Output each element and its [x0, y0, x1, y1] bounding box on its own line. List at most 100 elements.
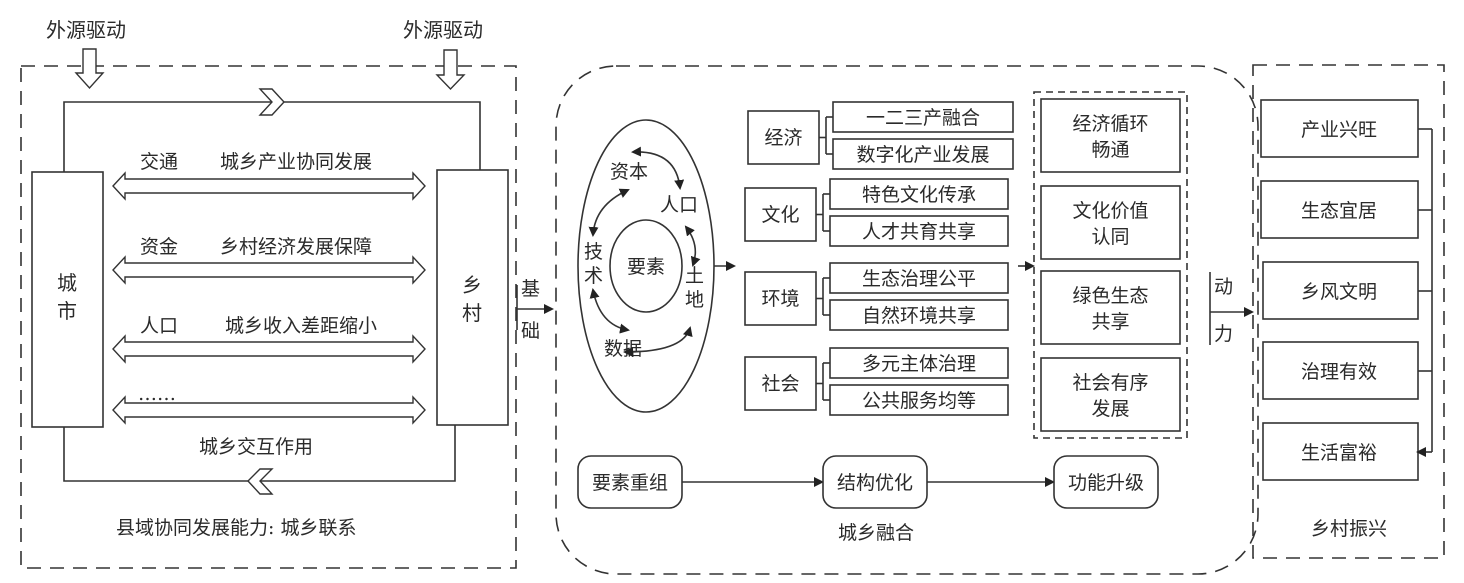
outcome-label-line-2: 发展: [1091, 398, 1129, 420]
goal-label: 治理有效: [1301, 361, 1377, 383]
loop-chevron-right-icon: [258, 88, 285, 116]
right-panel-frame: [1252, 64, 1445, 559]
rural-label-char-2: 村: [462, 301, 482, 325]
left-panel-frame: [20, 65, 517, 569]
middle-panel-frame: [555, 65, 1259, 575]
process-step-1: 结构优化: [822, 455, 928, 509]
process-step-0: 要素重组: [577, 455, 683, 509]
cycle-arrow-capital-tech: [588, 188, 630, 237]
outcome-rect: [1040, 98, 1181, 173]
process-step-label: 功能升级: [1068, 472, 1144, 494]
rural-label-char-1: 乡: [462, 273, 482, 297]
link-factor-1: 资金: [140, 236, 178, 258]
outcome-label-line-1: 绿色生态: [1072, 285, 1148, 307]
goal-rect: [1260, 99, 1419, 158]
element-land-char-1: 土: [685, 265, 704, 287]
dimension-subitem-box: [832, 101, 1014, 133]
element-data: 数据: [604, 338, 642, 360]
dimension-subitem-box: [829, 347, 1009, 379]
goal-label: 产业兴旺: [1301, 119, 1377, 141]
external-drive-label-left: 外源驱动: [46, 18, 126, 42]
basis-connector: 基 础: [516, 278, 554, 342]
outcome-rect: [1040, 270, 1181, 345]
outcome-rect: [1040, 357, 1181, 432]
dimension-box: [747, 110, 820, 165]
outcome-label-line-1: 社会有序: [1072, 372, 1148, 394]
city-box: [31, 171, 104, 428]
dimension-subitem-label: 数字化产业发展: [856, 144, 989, 166]
link-effect-0: 城乡产业协同发展: [220, 151, 372, 173]
dimension-subitem-label: 自然环境共享: [862, 305, 976, 327]
left-panel: 外源驱动 外源驱动 城 市 城市 乡 村 交通 城乡产业协同发展 资金 乡村经济…: [20, 18, 517, 569]
cycle-arrow-data-land: [623, 326, 693, 357]
element-land-char-2: 地: [685, 289, 704, 311]
loop-chevron-left-icon: [247, 468, 274, 495]
process-step-label: 结构优化: [837, 472, 913, 494]
outcomes-frame: [1033, 91, 1188, 439]
goal-label: 生态宜居: [1301, 200, 1377, 222]
dimension-subitem-label: 人才共育共享: [862, 221, 976, 243]
middle-panel: 要素 资本 人口 土 地 数据 技 术 经济一二三产融合数字化产业发展文化特色文…: [555, 65, 1259, 575]
cycle-arrow-tech-data: [589, 288, 630, 334]
dimension-subitem-label: 生态治理公平: [862, 268, 976, 290]
elements-core-label: 要素: [627, 256, 665, 278]
basis-label-bottom: 础: [521, 320, 540, 342]
outcome-label-line-2: 共享: [1091, 311, 1129, 333]
dimension-label: 经济: [764, 127, 802, 149]
link-double-arrow-2: [112, 334, 426, 364]
element-capital: 资本: [610, 161, 648, 183]
outcome-label-line-2: 畅通: [1091, 139, 1129, 161]
power-connector: 动 力: [1209, 272, 1254, 345]
outcome-rect: [1040, 185, 1181, 260]
link-arrows: [112, 171, 426, 425]
dimension-subitem-label: 公共服务均等: [862, 390, 976, 412]
cycle-arrow-capital-population: [631, 146, 685, 190]
element-tech-char-1: 技: [584, 241, 603, 263]
goal-rect: [1262, 341, 1419, 400]
goal-label: 生活富裕: [1301, 442, 1377, 464]
goal-box-0: 产业兴旺: [1260, 99, 1432, 158]
link-factor-0: 交通: [140, 151, 178, 173]
dimension-label: 环境: [761, 288, 799, 310]
dimension-subitem-box: [829, 299, 1009, 331]
cycle-arrow-population-land: [684, 225, 701, 267]
link-double-arrow-0: [112, 171, 426, 201]
goal-box-1: 生态宜居: [1260, 180, 1432, 239]
process-step-2: 功能升级: [1053, 455, 1159, 509]
link-effect-1: 乡村经济发展保障: [220, 236, 372, 258]
goal-box-2: 乡风文明: [1262, 261, 1432, 320]
process-step-label: 要素重组: [592, 472, 668, 494]
outcome-label-line-2: 认同: [1091, 226, 1129, 248]
interaction-label: 城乡交互作用: [199, 436, 313, 458]
middle-panel-caption: 城乡融合: [838, 522, 914, 544]
process-steps: 要素重组 结构优化 功能升级: [577, 455, 1159, 509]
goal-box-3: 治理有效: [1262, 341, 1432, 400]
city-label-char-1: 城: [57, 271, 77, 295]
rural-box: [436, 169, 509, 426]
link-effect-2: 城乡收入差距缩小: [225, 315, 377, 337]
external-drive-arrow-right: [435, 49, 466, 91]
goal-rect: [1260, 180, 1419, 239]
link-double-arrow-3: [112, 395, 426, 425]
dimension-box: [744, 187, 817, 242]
dimension-subitem-label: 特色文化传承: [862, 184, 976, 206]
goal-rect: [1262, 261, 1419, 320]
link-factor-2: 人口: [140, 315, 178, 337]
dimension-subitem-box: [829, 262, 1009, 294]
process-step-box: [1053, 455, 1159, 509]
element-tech-char-2: 术: [584, 265, 603, 287]
external-drive-arrow-left: [74, 48, 105, 90]
